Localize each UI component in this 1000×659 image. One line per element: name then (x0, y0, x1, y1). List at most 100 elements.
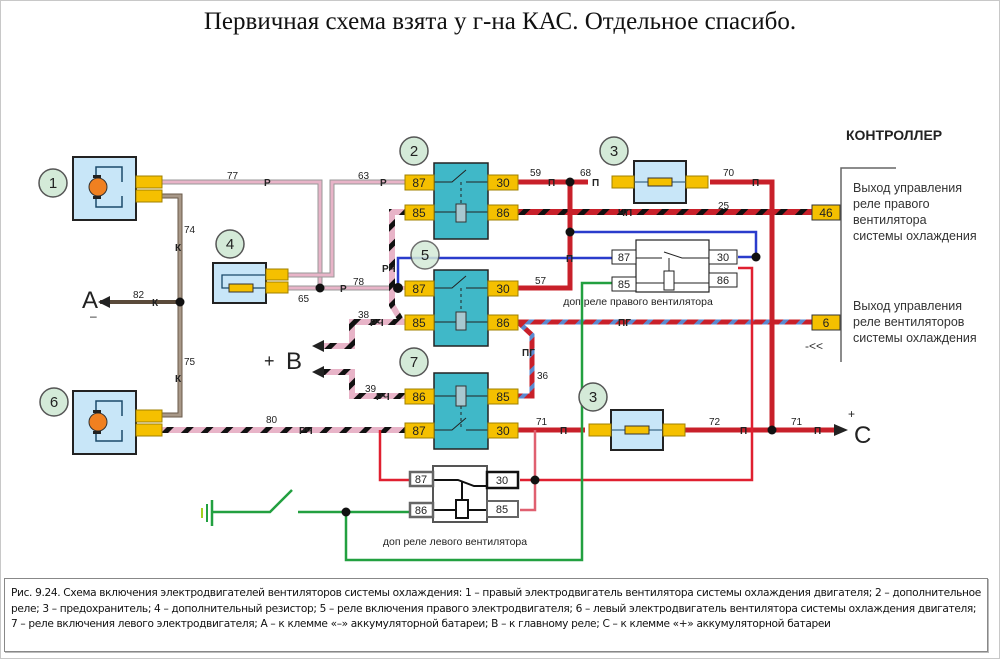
wire-code: К (175, 374, 182, 385)
badge-7: 7 (410, 354, 418, 371)
wire-63 (288, 179, 405, 278)
coil-icon (455, 385, 467, 407)
relay-right: 87 85 30 86 (404, 269, 519, 347)
pin-label: 86 (496, 206, 510, 220)
wire-code: РЧ (382, 264, 396, 275)
pin-label: 86 (496, 316, 510, 330)
wire-code: Р (380, 178, 387, 189)
wire-num: 77 (227, 171, 239, 182)
wire-red-thin-1 (378, 430, 410, 482)
wire-38 (318, 319, 405, 349)
resistor (212, 262, 289, 304)
motor-right (72, 156, 163, 221)
pin-label: 85 (496, 504, 508, 516)
wire-num: 82 (133, 290, 145, 301)
badge-3b: 3 (589, 389, 597, 406)
junction (175, 297, 185, 307)
pin-label: 85 (618, 279, 630, 291)
pin-label: 86 (415, 505, 427, 517)
fuse-icon (624, 425, 650, 435)
wire-code: К (152, 298, 159, 309)
wire-labels: 77 Р 63 Р 74 К 82 К 75 К 65 78 Р 59 П 68… (133, 168, 821, 437)
wire-num: 65 (298, 294, 310, 305)
wire-code: Р (264, 178, 271, 189)
controller-pin-6: 6 (823, 316, 830, 330)
coil-icon (455, 311, 467, 331)
wire-num: 68 (580, 168, 592, 179)
page-title: Первичная схема взята у г-на КАС. Отдель… (203, 8, 797, 35)
relay-left: 86 87 85 30 (404, 372, 519, 450)
controller-heading: КОНТРОЛЛЕР (846, 127, 942, 143)
wire-39 (318, 369, 405, 399)
figure-caption: Рис. 9.24. Схема включения электродвигат… (4, 578, 988, 652)
wire-code: П (560, 426, 567, 437)
wire-code: ПГ (618, 318, 631, 329)
pin-label: 30 (496, 176, 510, 190)
arrow-c (834, 424, 848, 436)
component-badges: 1 2 3 4 5 6 7 3 (38, 136, 629, 417)
badge-5: 5 (421, 247, 429, 264)
wire-code: ЧП (618, 208, 632, 219)
pin-label: 87 (412, 424, 426, 438)
controller-output-text: Выход управления (853, 181, 962, 195)
wire-36 (516, 320, 535, 399)
pin-label: 86 (717, 275, 729, 287)
pin-label: 86 (412, 390, 426, 404)
controller-output-text: вентилятора (853, 213, 927, 227)
wire-num: 25 (718, 201, 730, 212)
resistor-icon (228, 283, 254, 293)
pin-label: 87 (412, 176, 426, 190)
wire-green-1 (212, 489, 293, 514)
wire-code: П (814, 426, 821, 437)
controller: КОНТРОЛЛЕР 46 6 Выход управления реле пр… (805, 127, 977, 362)
wire-code: Р (340, 284, 347, 295)
wire-red-thin-2 (520, 266, 754, 482)
fuse-top (611, 160, 709, 204)
wire-code: П (566, 254, 573, 265)
wire-code: П (548, 178, 555, 189)
pin-label: 30 (717, 252, 729, 264)
fuse-icon (647, 177, 673, 187)
wire-num: 63 (358, 171, 370, 182)
badge-1: 1 (49, 175, 57, 192)
extra-relay-left: 87 86 30 85 доп реле левого вентилятора (383, 465, 527, 548)
terminal-b-sign: + (264, 351, 275, 371)
badge-4: 4 (226, 236, 234, 253)
relay-additional: 87 85 30 86 (404, 162, 519, 240)
coil-icon (663, 270, 675, 291)
wire-num: 36 (537, 371, 549, 382)
wire-code: РЧ (299, 426, 313, 437)
pin-label: 85 (412, 316, 426, 330)
wire-blue-2 (396, 256, 612, 288)
pin-label: 85 (496, 390, 510, 404)
pin-label: 30 (496, 424, 510, 438)
motor-icon (88, 177, 108, 197)
wire-code: РЧ (370, 318, 384, 329)
wire-num: 39 (365, 384, 377, 395)
relay-caption: доп реле левого вентилятора (383, 536, 527, 548)
terminal-a-sign: – (90, 309, 97, 323)
controller-output-text: реле правого (853, 197, 930, 211)
arrow-a (98, 296, 110, 308)
relay-caption: доп реле правого вентилятора (563, 296, 713, 308)
pin-label: 87 (412, 282, 426, 296)
controller-output-text: системы охлаждения (853, 331, 977, 345)
wire-code: ПГ (522, 348, 535, 359)
coil-icon (455, 499, 469, 519)
badge-2: 2 (410, 143, 418, 160)
wire-num: 74 (184, 225, 196, 236)
wire-green-3 (344, 281, 612, 562)
controller-pin-46: 46 (819, 206, 833, 220)
terminal-a: A (82, 287, 98, 314)
wire-57 (518, 182, 573, 291)
terminal-c-sign: + (848, 407, 855, 421)
controller-output-text: Выход управления (853, 299, 962, 313)
wire-num: 71 (536, 417, 548, 428)
pin-label: 30 (496, 282, 510, 296)
wire-num: 59 (530, 168, 542, 179)
wire-code: П (740, 426, 747, 437)
wire-num: 75 (184, 357, 196, 368)
pin-label: 85 (412, 206, 426, 220)
motor-left (72, 390, 163, 455)
